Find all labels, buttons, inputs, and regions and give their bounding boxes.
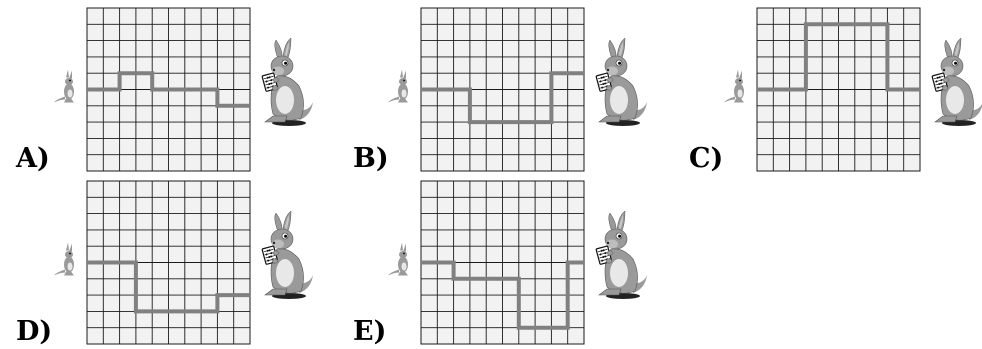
route-path <box>757 22 920 92</box>
small-kangaroo-icon <box>724 69 744 103</box>
big-kangaroo-icon <box>595 210 647 299</box>
option-panel <box>54 7 313 172</box>
small-kangaroo-icon <box>54 69 74 103</box>
small-kangaroo-icon <box>54 242 74 276</box>
option-label: A) <box>16 143 50 174</box>
option-label: D) <box>16 316 53 347</box>
small-kangaroo-icon <box>388 69 408 103</box>
big-kangaroo-icon <box>931 37 982 126</box>
route-path <box>421 71 584 125</box>
route-path <box>87 71 250 108</box>
small-kangaroo-icon <box>388 242 408 276</box>
big-kangaroo-icon <box>261 210 313 299</box>
option-panel <box>388 7 647 172</box>
option-panel <box>724 7 982 172</box>
big-kangaroo-icon <box>595 37 647 126</box>
option-panel <box>388 180 647 345</box>
route-path <box>421 260 584 330</box>
option-label: C) <box>689 143 724 174</box>
route-path <box>87 260 250 314</box>
big-kangaroo-icon <box>261 37 313 126</box>
option-label: E) <box>353 316 387 347</box>
option-label: B) <box>353 143 389 174</box>
option-panel <box>54 180 313 345</box>
